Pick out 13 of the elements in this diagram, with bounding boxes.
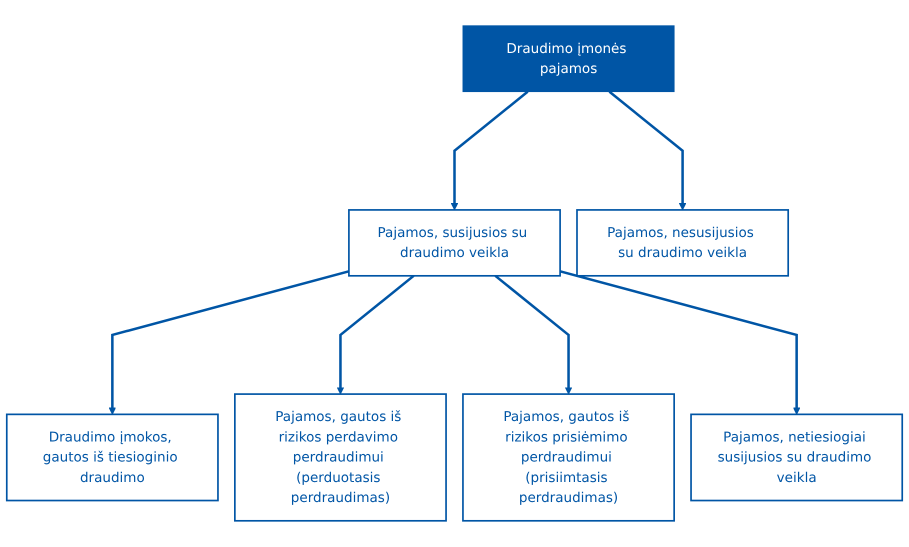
arrow — [450, 90, 529, 210]
node-box: Draudimo įmokos, gautos iš tiesioginio draudimo — [6, 414, 219, 502]
node-box: Pajamos, gautos iš rizikos perdavimo perdraudimui (perduotasis perdraudimas) — [234, 393, 447, 522]
node-box: Pajamos, netiesiogiai susijusios su draudimo veikla — [690, 414, 904, 502]
node-box: Draudimo įmonės pajamos — [462, 26, 675, 92]
arrow — [336, 275, 414, 395]
arrow — [560, 270, 800, 415]
node-box: Pajamos, gautos iš rizikos prisiėmimo perdraudimui (prisiimtasis perdraudimas) — [462, 393, 675, 522]
arrow — [108, 270, 350, 415]
node-box: Pajamos, susijusios su draudimo veikla — [348, 209, 561, 277]
arrow — [494, 275, 572, 395]
arrow — [608, 90, 686, 210]
node-box: Pajamos, nesusijusios su draudimo veikla — [576, 209, 790, 277]
